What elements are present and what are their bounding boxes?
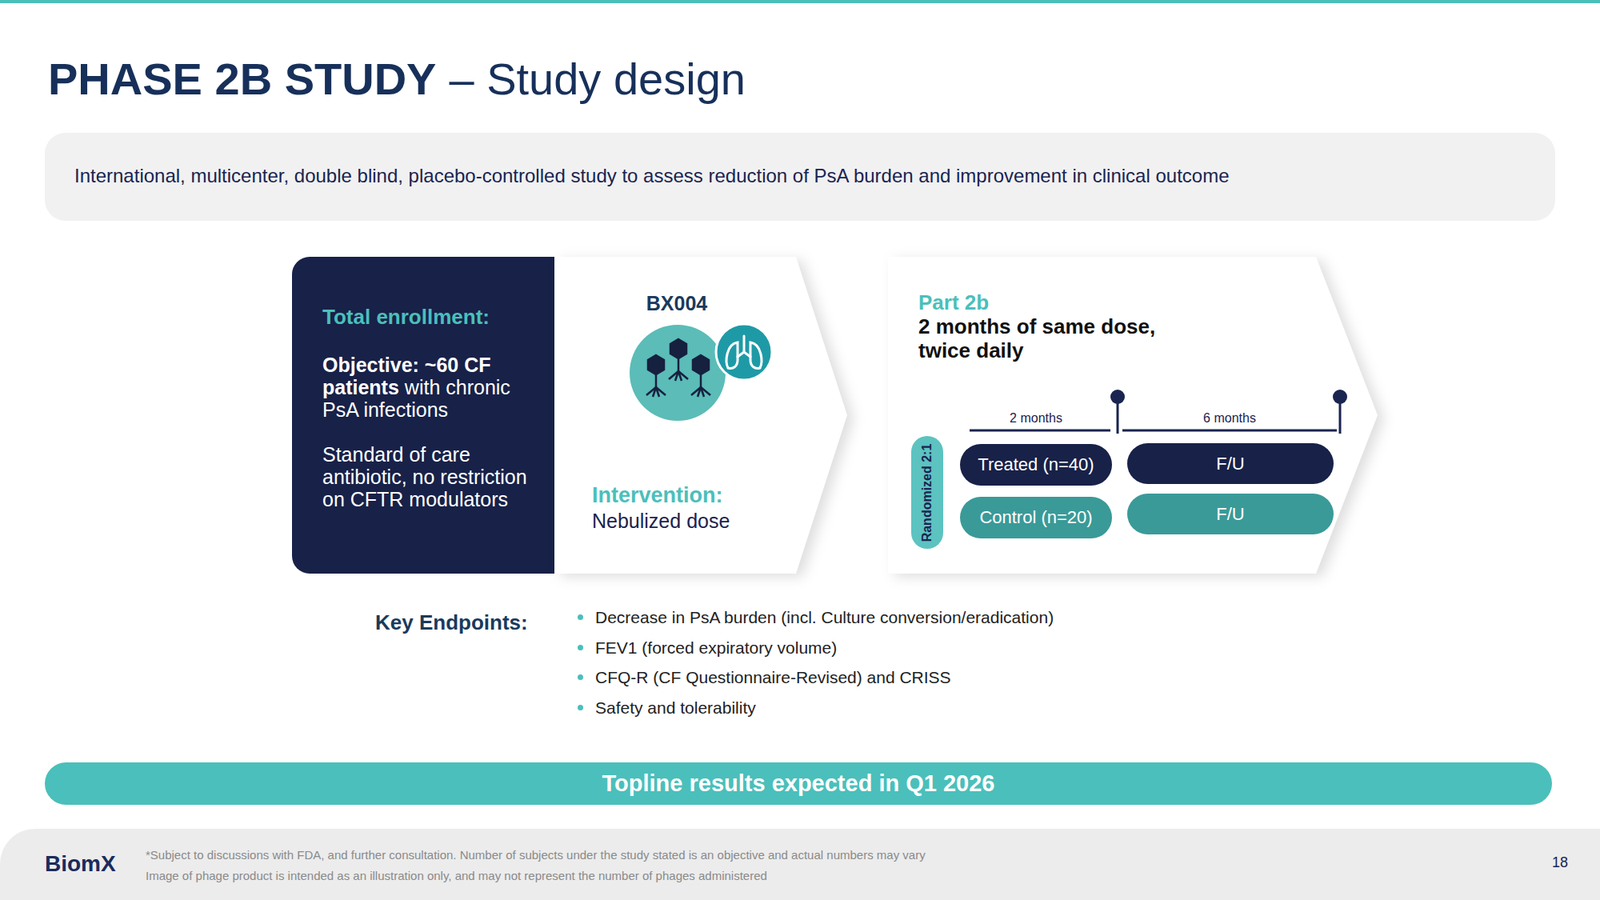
node-text: Image of phage product is intended as an… <box>145 868 1426 883</box>
box-label: F/U <box>1216 453 1244 475</box>
endpoint-item: CFQ-R (CF Questionnaire-Revised) and CRI… <box>595 668 952 688</box>
title: PHASE 2B STUDY <box>48 52 436 105</box>
treated-arm: Treated (n=40) <box>960 444 1112 486</box>
box-label: Topline results expected in Q1 2026 <box>601 770 995 797</box>
objective-paragraph: Objective: ~60 CF patientswith chronic P… <box>322 353 539 421</box>
intervention-chevron: BX004Intervention:Nebulized dose <box>554 256 848 574</box>
endpoints-heading: Key Endpoints: <box>375 610 568 636</box>
box-label: Treated (n=40) <box>977 454 1094 476</box>
top-rule <box>0 0 1600 4</box>
node-text: BX004 <box>554 292 800 316</box>
endpoint-item: FEV1 (forced expiratory volume) <box>595 638 837 658</box>
box-label: Control (n=20) <box>979 507 1092 528</box>
panel-text: Total enrollment: Objective: ~60 CF patie… <box>322 304 539 511</box>
subtitle: – Study design <box>448 52 745 105</box>
panel-heading: Total enrollment: <box>322 304 539 330</box>
randomization-pill: Randomized 2:1 <box>911 436 944 549</box>
node-text: 2 months of same dose, twice daily <box>918 314 1199 363</box>
results-banner: Topline results expected in Q1 2026 <box>44 762 1552 805</box>
box-label: F/U <box>1216 504 1244 525</box>
duration-label: 6 months <box>1165 411 1294 426</box>
panel-body: Standard of care antibiotic, no restrict… <box>322 443 539 511</box>
control-arm: Control (n=20) <box>960 496 1112 539</box>
node-text: *Subject to discussions with FDA, and fu… <box>145 848 1426 862</box>
node-text: 18 <box>1552 854 1584 872</box>
node-text: BiomX <box>44 851 141 877</box>
title-row: PHASE 2B STUDY– Study design <box>48 52 746 105</box>
footer-band: BiomX *Subject to discussions with FDA, a… <box>0 828 1600 900</box>
part-chevron: Part 2b2 months of same dose, twice dail… <box>888 256 1378 574</box>
endpoint-item: Safety and tolerability <box>595 698 756 718</box>
node-text: Nebulized dose <box>592 509 832 533</box>
node-text: Part 2b <box>918 290 1159 316</box>
node-text: Intervention: <box>592 483 832 508</box>
enrollment-panel: Total enrollment: Objective: ~60 CF patie… <box>292 256 555 574</box>
duration-label: 2 months <box>972 411 1100 426</box>
node-text: International, multicenter, double blind… <box>74 164 1531 188</box>
intro-band: International, multicenter, double blind… <box>44 132 1556 221</box>
vertical-label: Randomized 2:1 <box>920 443 935 542</box>
followup-pill: F/U <box>1127 443 1334 484</box>
followup-pill: F/U <box>1127 493 1334 535</box>
endpoint-item: Decrease in PsA burden (incl. Culture co… <box>595 608 1054 628</box>
